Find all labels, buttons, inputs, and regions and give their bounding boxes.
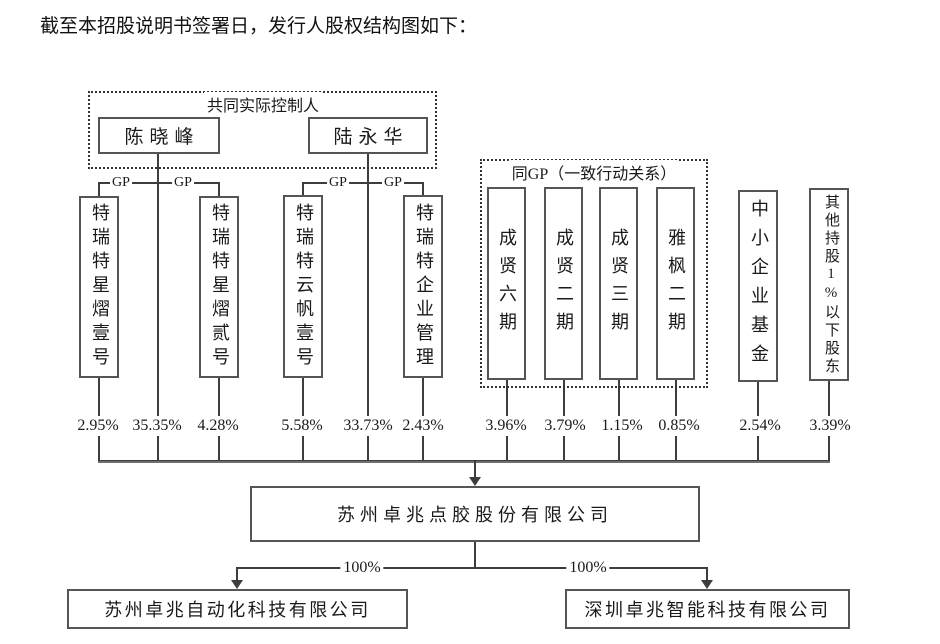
arrow-down-icon [231,580,243,589]
connector-line [422,182,424,196]
connector-line-chen [157,153,159,461]
diagram-caption: 截至本招股说明书签署日，发行人股权结构图如下： [40,16,478,37]
pct-subsidiary-right: 100% [566,558,610,578]
pct-terite-xingyi-1: 2.95% [74,416,122,436]
bus-line [98,460,830,463]
pct-terite-yunfan-1: 5.58% [278,416,326,436]
connector-line [474,542,476,569]
pct-lu-direct: 33.73% [340,416,396,436]
arrow-down-icon [701,580,713,589]
subsidiary-box-shenzhen-intelligent: 深圳卓兆智能科技有限公司 [565,589,850,629]
gp-label: GP [172,174,194,192]
issuer-name: 苏州卓兆点胶股份有限公司 [337,505,613,525]
shareholder-box-other-minor-shareholders: 其他持股1%以下股东 [809,188,849,381]
shareholder-box-chengxian-2: 成贤二期 [544,187,583,380]
pct-chengxian-2: 3.79% [541,416,589,436]
pct-yafeng-2: 0.85% [655,416,703,436]
subsidiary-branch-line [236,567,708,569]
pct-terite-qiyeguanli: 2.43% [399,416,447,436]
pct-chengxian-3: 1.15% [598,416,646,436]
arrow-down-icon [469,477,481,486]
shareholder-box-sme-fund: 中小企业基金 [738,190,778,382]
gp-branch-line-lu [302,182,424,184]
gp-branch-line-chen [98,182,220,184]
shareholder-box-terite-yunfan-1: 特瑞特云帆壹号 [283,195,323,378]
shareholder-box-chengxian-6: 成贤六期 [487,187,526,380]
connector-line [706,567,708,580]
shareholder-box-terite-xingyi-2: 特瑞特星熠贰号 [199,196,239,378]
issuer-box: 苏州卓兆点胶股份有限公司 [250,486,700,542]
pct-subsidiary-left: 100% [340,558,384,578]
shareholder-box-terite-xingyi-1: 特瑞特星熠壹号 [79,196,119,378]
shareholder-box-chengxian-3: 成贤三期 [599,187,638,380]
pct-other-minor-shareholders: 3.39% [806,416,854,436]
connector-line [302,182,304,196]
controller-name: 陆永华 [333,127,409,148]
shareholder-box-yafeng-2: 雅枫二期 [656,187,695,380]
controller-name: 陈晓峰 [124,127,200,148]
pct-chengxian-6: 3.96% [482,416,530,436]
connector-line-lu [367,153,369,461]
controller-box-lu: 陆永华 [308,117,428,154]
subsidiary-name: 苏州卓兆自动化科技有限公司 [104,600,371,620]
pct-terite-xingyi-2: 4.28% [194,416,242,436]
controller-box-chen: 陈晓峰 [98,117,220,154]
shareholder-box-terite-qiyeguanli: 特瑞特企业管理 [403,195,443,378]
gp-label: GP [327,174,349,192]
connector-line [218,182,220,197]
gp-label: GP [110,174,132,192]
pct-sme-fund: 2.54% [736,416,784,436]
subsidiary-box-suzhou-automation: 苏州卓兆自动化科技有限公司 [67,589,408,629]
gp-label: GP [382,174,404,192]
connector-line-issuer [474,460,476,480]
connector-line [98,182,100,197]
acting-in-concert-group-label: 同GP（一致行动关系） [508,160,680,184]
subsidiary-name: 深圳卓兆智能科技有限公司 [584,600,831,620]
connector-line [236,567,238,580]
pct-chen-direct: 35.35% [129,416,185,436]
controller-group-label: 共同实际控制人 [203,92,323,116]
